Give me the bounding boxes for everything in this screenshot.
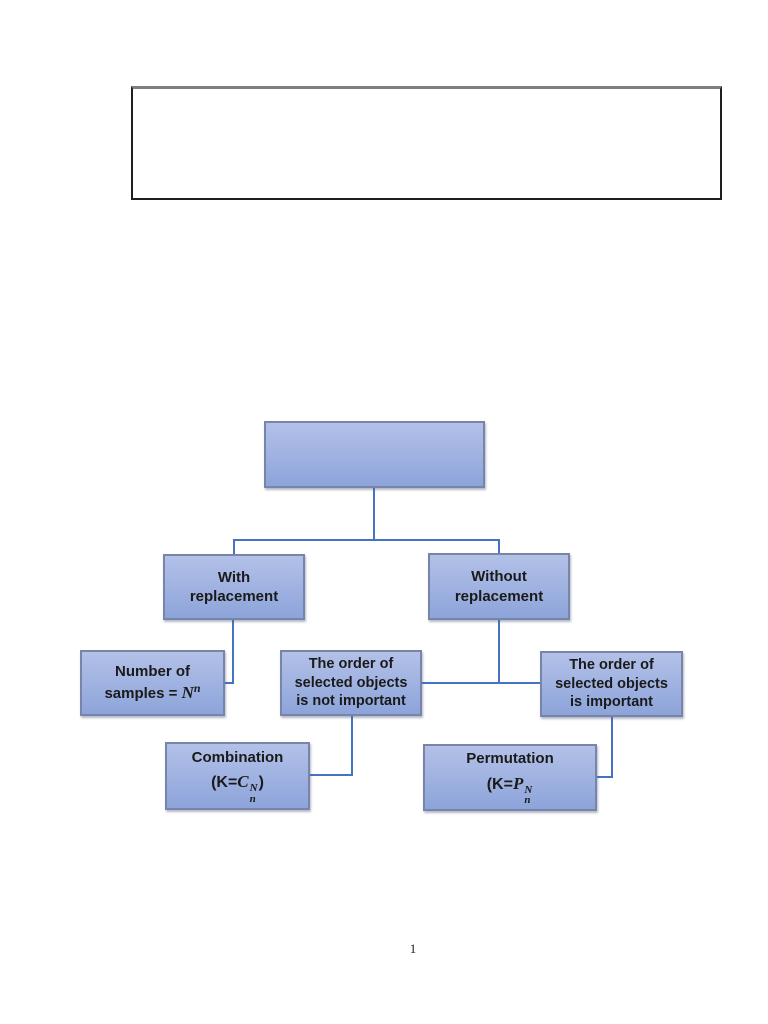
flowchart-node-root xyxy=(264,421,485,488)
with-replacement-line1: With xyxy=(217,568,251,586)
with-replacement-line2: replacement xyxy=(189,588,279,605)
number-samples-formula: samples = Nn xyxy=(104,681,201,703)
order-not-important-line3: is not important xyxy=(296,693,406,710)
flowchart-node-without-replacement: Without replacement xyxy=(428,553,570,620)
combination-title: Combination xyxy=(191,748,284,766)
without-replacement-line2: replacement xyxy=(454,587,544,605)
order-not-important-line2: selected objects xyxy=(294,674,408,691)
flowchart-node-number-of-samples: Number of samples = Nn xyxy=(80,650,225,716)
connector-with-down xyxy=(232,620,234,684)
order-important-line3: is important xyxy=(570,694,653,711)
connector-without-down xyxy=(498,620,500,684)
page-number: 1 xyxy=(409,941,417,956)
connector-to-without-replacement xyxy=(498,539,500,554)
order-important-line2: selected objects xyxy=(555,675,668,692)
flowchart-node-with-replacement: With replacement xyxy=(163,554,305,620)
connector-level1-horizontal xyxy=(233,539,500,541)
header-placeholder-box xyxy=(131,86,722,200)
order-important-line1: The order of xyxy=(569,657,654,674)
connector-root-down xyxy=(373,488,375,541)
connector-to-with-replacement xyxy=(233,539,235,555)
connector-elbow-number-samples xyxy=(223,682,234,684)
permutation-title: Permutation xyxy=(466,750,554,768)
flowchart-node-order-not-important: The order of selected objects is not imp… xyxy=(280,650,422,716)
connector-elbow-permutation xyxy=(596,776,613,778)
without-replacement-line1: Without xyxy=(471,568,527,586)
connector-order-horizontal xyxy=(421,682,541,684)
connector-elbow-combination xyxy=(309,774,353,776)
order-not-important-line1: The order of xyxy=(308,656,394,673)
flowchart-node-order-important: The order of selected objects is importa… xyxy=(540,651,683,717)
connector-order-imp-down xyxy=(611,717,613,778)
connector-order-not-down xyxy=(351,716,353,776)
number-samples-line1: Number of xyxy=(115,663,190,681)
